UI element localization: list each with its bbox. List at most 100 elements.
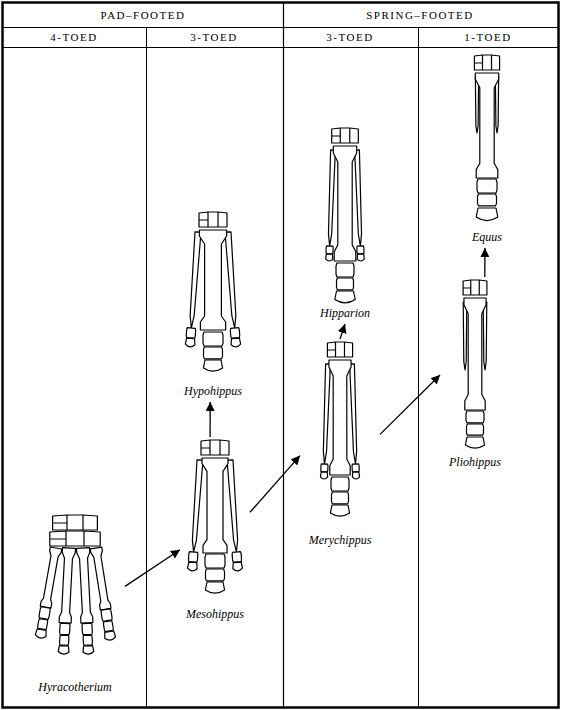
hyracotherium-foot bbox=[101, 609, 113, 622]
mesohippus-foot bbox=[232, 562, 242, 571]
merychippus-foot bbox=[320, 472, 327, 479]
merychippus-foot bbox=[327, 342, 352, 357]
mesohippus-foot bbox=[205, 582, 224, 593]
hyracotherium-foot bbox=[59, 635, 69, 645]
pliohippus-foot bbox=[463, 302, 467, 370]
equus-foot bbox=[474, 55, 499, 70]
column-heading: PAD–FOOTED bbox=[100, 9, 187, 22]
hyracotherium-foot bbox=[35, 515, 116, 654]
mesohippus-foot bbox=[202, 458, 228, 553]
hypohippus-foot bbox=[185, 338, 195, 347]
evolution-arrow bbox=[340, 324, 345, 339]
mesohippus-foot bbox=[187, 562, 197, 571]
mesohippus-foot bbox=[232, 552, 242, 562]
mesohippus-foot bbox=[188, 552, 198, 562]
hyracotherium-foot bbox=[90, 547, 111, 610]
equus-foot bbox=[476, 208, 498, 221]
hypohippus-foot bbox=[203, 360, 222, 371]
hipparion-foot bbox=[332, 128, 359, 143]
genus-name: Hypohippus bbox=[184, 384, 242, 398]
hypohippus-foot bbox=[199, 212, 227, 227]
species-foot: Mesohippus bbox=[180, 437, 250, 625]
hyracotherium-foot bbox=[40, 547, 62, 608]
mesohippus-foot bbox=[206, 569, 225, 581]
genus-name: Hipparion bbox=[320, 306, 370, 320]
merychippus-foot bbox=[321, 464, 328, 472]
hyracotherium-foot bbox=[104, 631, 116, 641]
hyracotherium-foot bbox=[83, 645, 94, 654]
table-grid bbox=[146, 27, 147, 708]
hyracotherium-foot bbox=[83, 635, 93, 645]
hipparion-foot bbox=[355, 150, 363, 246]
column-heading: SPRING–FOOTED bbox=[365, 9, 475, 22]
table-grid bbox=[2, 27, 559, 28]
hipparion-foot bbox=[326, 246, 333, 254]
mesohippus-foot bbox=[187, 552, 198, 572]
evolution-arrow bbox=[484, 248, 485, 277]
table-grid bbox=[283, 2, 284, 708]
hipparion-foot bbox=[357, 254, 364, 261]
hypohippus-foot bbox=[204, 347, 223, 359]
pliohippus-foot bbox=[466, 411, 484, 423]
hipparion-foot bbox=[357, 246, 365, 261]
merychippus-foot bbox=[322, 364, 330, 464]
species-foot: Merychippus bbox=[300, 339, 380, 551]
species-foot: Pliohippus bbox=[440, 277, 510, 473]
pliohippus-foot bbox=[463, 280, 487, 448]
mesohippus-foot bbox=[227, 460, 239, 552]
hypohippus-foot bbox=[188, 232, 201, 328]
species-foot: Hypohippus bbox=[178, 209, 248, 402]
hyracotherium-foot bbox=[82, 623, 94, 654]
hyracotherium-foot bbox=[37, 619, 48, 630]
pliohippus-foot bbox=[465, 437, 484, 448]
merychippus-foot bbox=[332, 492, 349, 504]
merychippus-foot bbox=[320, 342, 359, 516]
hipparion-foot bbox=[357, 246, 364, 254]
column-heading: 3-TOED bbox=[325, 31, 374, 44]
equus-foot bbox=[475, 73, 498, 178]
pliohippus-foot bbox=[483, 302, 487, 370]
pliohippus-foot bbox=[464, 298, 486, 410]
merychippus-foot bbox=[352, 472, 359, 479]
genus-name: Merychippus bbox=[309, 533, 372, 547]
column-heading: 1-TOED bbox=[463, 31, 512, 44]
hyracotherium-foot bbox=[82, 623, 93, 635]
hipparion-foot bbox=[337, 278, 354, 290]
table-grid bbox=[3, 3, 559, 708]
merychippus-foot bbox=[352, 464, 360, 479]
hyracotherium-foot bbox=[77, 548, 94, 624]
mesohippus-foot bbox=[205, 554, 225, 568]
hyracotherium-foot bbox=[60, 623, 71, 635]
species-foot: Equus bbox=[452, 52, 522, 248]
hyracotherium-foot bbox=[58, 645, 69, 654]
hypohippus-foot bbox=[186, 328, 196, 338]
hyracotherium-foot bbox=[103, 621, 113, 632]
hyracotherium-foot bbox=[100, 609, 116, 641]
hypohippus-foot bbox=[225, 232, 238, 328]
hyracotherium-foot bbox=[35, 607, 51, 639]
table-grid bbox=[2, 47, 559, 48]
species-foot: Hipparion bbox=[310, 125, 380, 324]
merychippus-foot bbox=[320, 464, 328, 479]
hypohippus-foot bbox=[185, 328, 196, 348]
genus-name: Mesohippus bbox=[186, 607, 244, 621]
column-heading: 3-TOED bbox=[189, 31, 238, 44]
hipparion-foot bbox=[335, 291, 355, 303]
hipparion-foot bbox=[327, 150, 335, 246]
hipparion-foot bbox=[326, 246, 334, 261]
mesohippus-foot bbox=[232, 552, 243, 572]
equus-foot bbox=[477, 179, 497, 193]
hypohippus-foot bbox=[231, 338, 241, 347]
evolution-arrow bbox=[209, 402, 210, 437]
merychippus-foot bbox=[330, 505, 349, 516]
pliohippus-foot bbox=[467, 424, 484, 435]
evolution-arrow bbox=[125, 550, 180, 587]
mesohippus-foot bbox=[191, 460, 203, 552]
hyracotherium-foot bbox=[59, 548, 76, 624]
hypohippus-foot bbox=[185, 212, 241, 371]
genus-name: Pliohippus bbox=[449, 455, 501, 469]
